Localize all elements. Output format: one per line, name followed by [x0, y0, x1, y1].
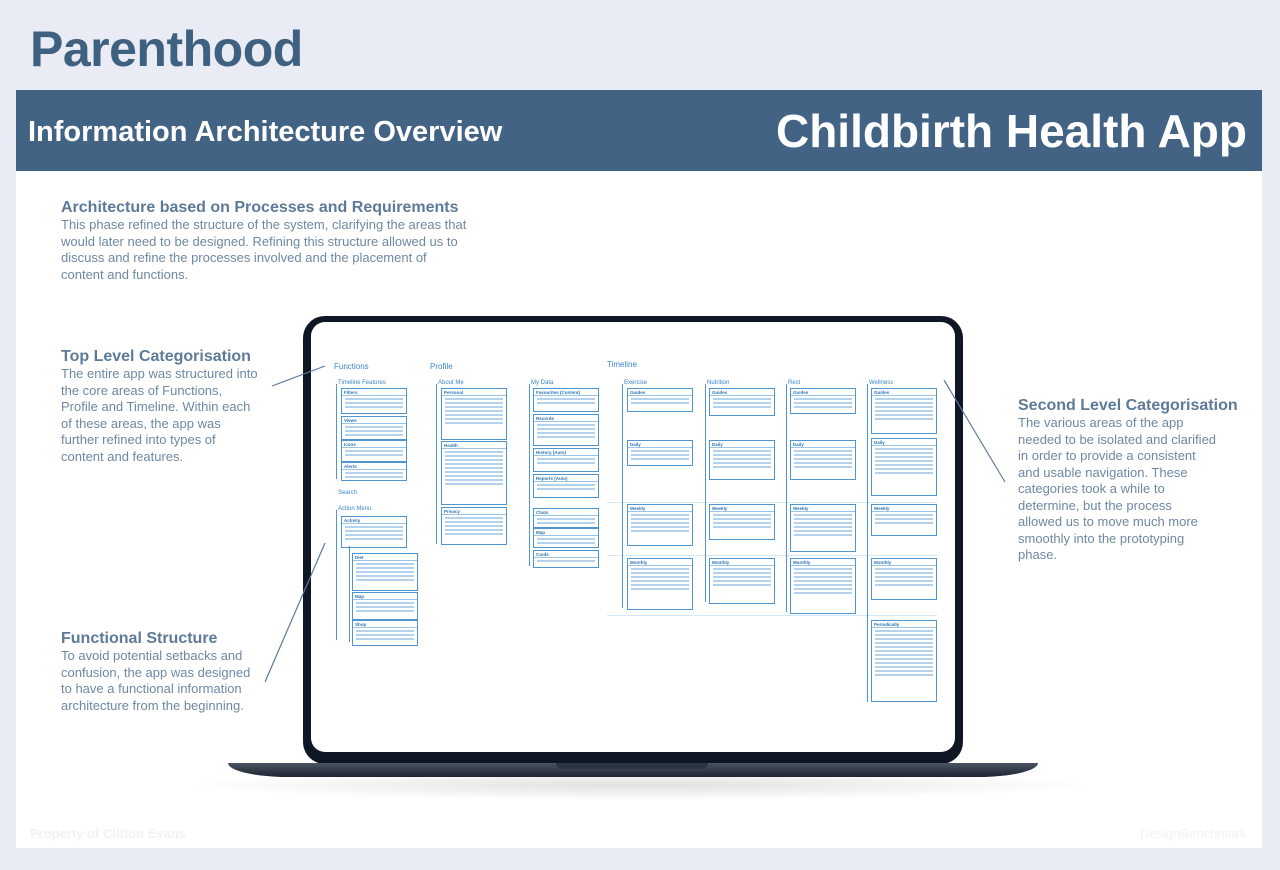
connector-line [622, 384, 623, 608]
section-timeline: Timeline [607, 360, 637, 369]
icons-box: Icons [341, 440, 407, 462]
row-separator [607, 615, 937, 616]
exercise-guides-box: Guides [627, 388, 693, 412]
search-label: Search [338, 490, 358, 496]
filters-box: Filters [341, 388, 407, 414]
connector-line [336, 510, 337, 640]
rest-label: Rest [788, 380, 801, 386]
nutrition-guides-box: Guides [709, 388, 775, 416]
activity-box: Activity [341, 516, 407, 548]
wellness-monthly-box: Monthly [871, 558, 937, 600]
rest-weekly-box: Weekly [790, 504, 856, 552]
connector-line [349, 546, 350, 642]
connector-line [436, 384, 437, 544]
wellness-weekly-box: Weekly [871, 504, 937, 536]
title-banner: Information Architecture Overview Childb… [16, 90, 1262, 171]
connector-line [867, 384, 868, 702]
rest-monthly-box: Monthly [790, 558, 856, 614]
diet-box: Diet [352, 553, 418, 591]
rest-daily-box: Daily [790, 440, 856, 480]
map-box: Map [352, 592, 418, 620]
wellness-periodically-box: Periodically [871, 620, 937, 702]
rest-guides-box: Guides [790, 388, 856, 414]
health-box: Health [441, 441, 507, 505]
exercise-weekly-box: Weekly [627, 504, 693, 546]
laptop-notch [556, 763, 708, 769]
connector-line [705, 384, 706, 602]
connector-line [529, 384, 530, 566]
wellness-daily-box: Daily [871, 438, 937, 496]
connector-line [786, 384, 787, 612]
action-menu-label: Action Menu [338, 506, 372, 512]
views-box: Views [341, 416, 407, 440]
personal-box: Personal [441, 388, 507, 440]
reports-box: Reports (Auto) [533, 474, 599, 498]
nutrition-daily-box: Daily [709, 440, 775, 480]
nutrition-monthly-box: Monthly [709, 558, 775, 604]
my-data-label: My Data [531, 380, 554, 386]
history-box: History (Auto) [533, 448, 599, 472]
second-level-heading: Second Level Categorisation [1018, 397, 1238, 414]
laptop-mockup: Functions Profile Timeline Timeline Feat… [303, 316, 963, 764]
wellness-guides-box: Guides [871, 388, 937, 434]
exercise-daily-box: Daily [627, 440, 693, 466]
banner-left-title: Information Architecture Overview [28, 116, 503, 148]
section-functions: Functions [334, 362, 369, 371]
second-level-text: The various areas of the app needed to b… [1018, 415, 1217, 562]
about-me-label: About Me [438, 380, 464, 386]
functional-text: To avoid potential setbacks and confusio… [61, 648, 251, 713]
section-profile: Profile [430, 362, 453, 371]
wellness-label: Wellness [869, 380, 894, 386]
functional-heading: Functional Structure [61, 630, 218, 647]
map-data-box: Map [533, 528, 599, 548]
shop-box: Shop [352, 620, 418, 646]
cards-box: Cards [533, 550, 599, 568]
footer-copyright: Property of Clifton Evans [30, 826, 187, 841]
laptop-base [228, 763, 1038, 777]
timeline-features-label: Timeline Features [338, 380, 386, 386]
chats-box: Chats [533, 508, 599, 528]
connector-line [336, 384, 337, 479]
top-level-heading: Top Level Categorisation [61, 348, 251, 365]
architecture-heading: Architecture based on Processes and Requ… [61, 199, 459, 216]
records-box: Records [533, 414, 599, 446]
nutrition-weekly-box: Weekly [709, 504, 775, 540]
architecture-text: This phase refined the structure of the … [61, 217, 467, 282]
exercise-monthly-box: Monthly [627, 558, 693, 610]
alerts-box: Alerts [341, 462, 407, 481]
laptop-screen: Functions Profile Timeline Timeline Feat… [311, 322, 955, 752]
brand-title: Parenthood [30, 21, 303, 77]
banner-right-title: Childbirth Health App [775, 105, 1247, 157]
top-level-text: The entire app was structured into the c… [61, 366, 258, 464]
row-separator [607, 555, 937, 556]
nutrition-label: Nutrition [707, 380, 730, 386]
favourites-box: Favourites (Content) [533, 388, 599, 412]
exercise-label: Exercise [624, 380, 648, 386]
row-separator [607, 502, 937, 503]
privacy-box: Privacy [441, 507, 507, 545]
footer-watermark: DesignBenchmark [1140, 826, 1247, 841]
